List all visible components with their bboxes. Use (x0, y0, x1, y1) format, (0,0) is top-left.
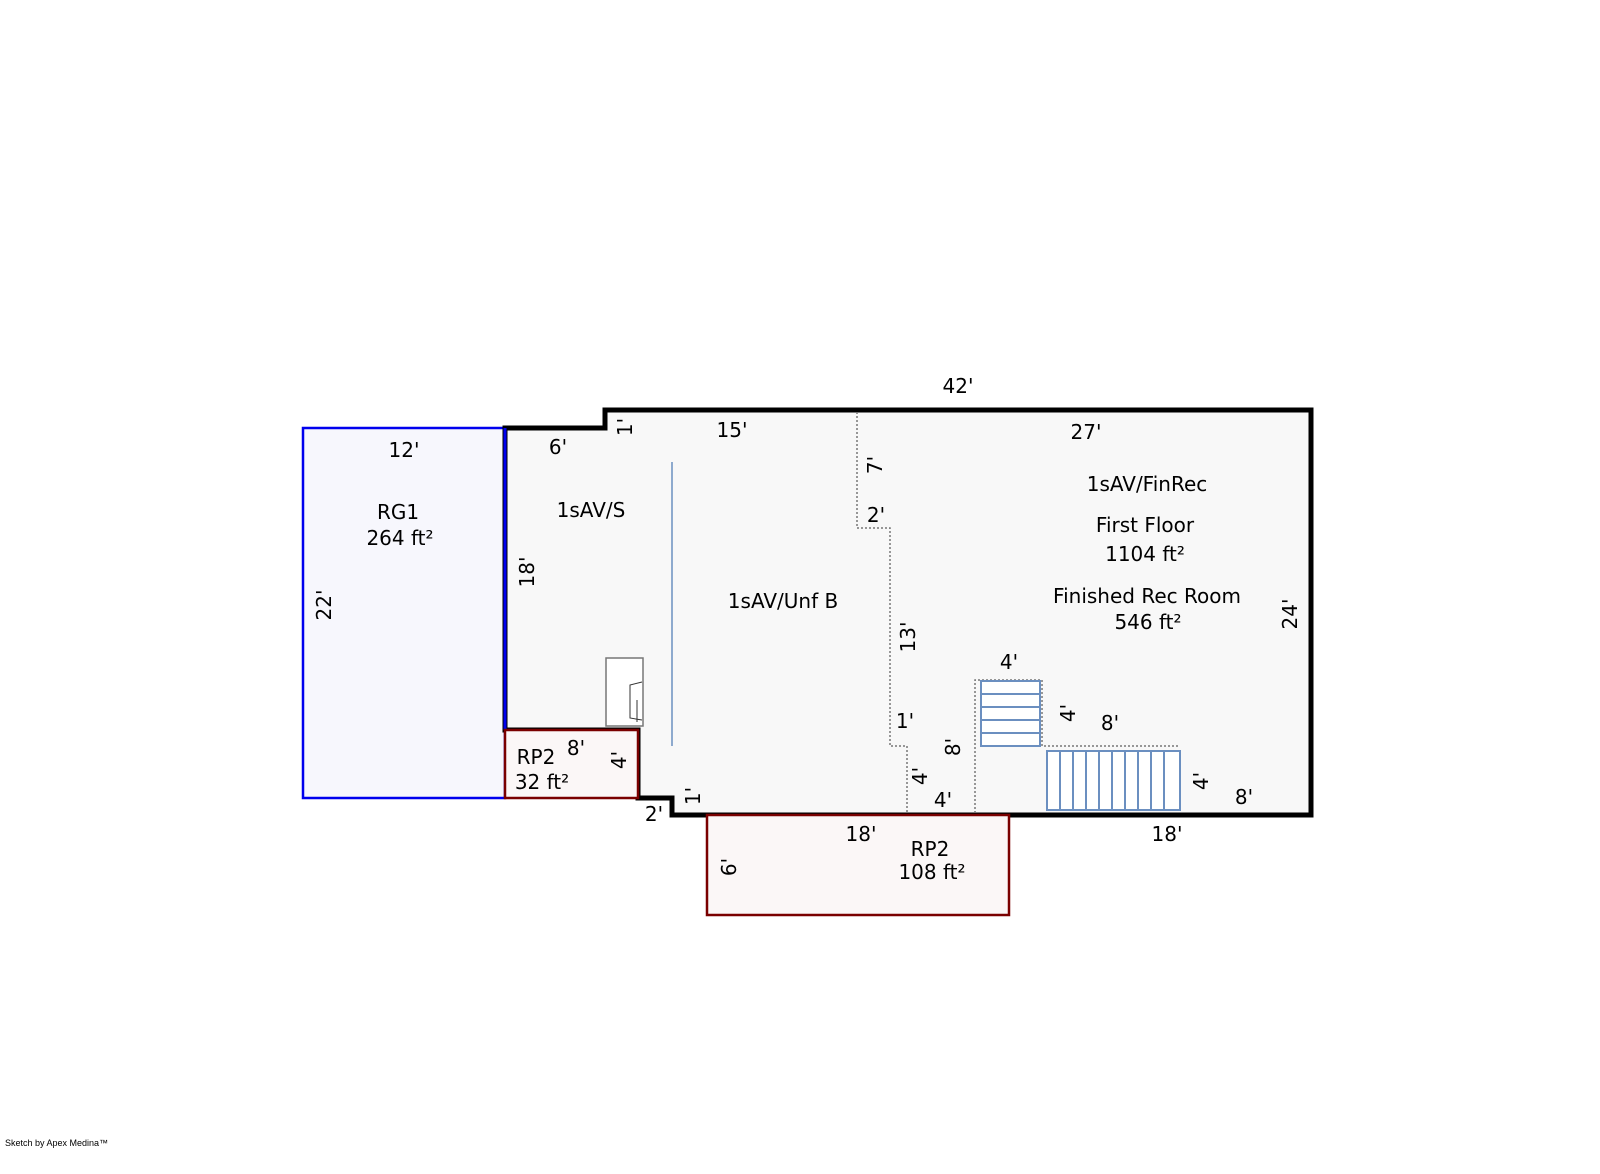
unf-step-h: 2' (645, 802, 663, 826)
unf-step-v: 1' (681, 787, 705, 805)
dim-2: 2' (867, 503, 885, 527)
storage-code: 1sAV/S (557, 498, 626, 522)
unf-code: 1sAV/Unf B (728, 589, 838, 613)
rp2-small-area (503, 728, 640, 800)
stair2-height: 4' (1189, 772, 1213, 790)
storage-dim-top: 6' (549, 435, 567, 459)
rp2-large-width: 18' (846, 822, 877, 846)
fin-floor: First Floor (1096, 513, 1195, 537)
sketch-credit: Sketch by Apex Medina™ (5, 1138, 109, 1148)
stairs-2-icon (1046, 750, 1181, 811)
rp2-large-code: RP2 (911, 837, 950, 861)
stair2-width: 8' (1101, 711, 1119, 735)
dim-7: 7' (863, 456, 887, 474)
rg1-area (301, 426, 507, 800)
rp2-small-area-label: 32 ft² (515, 770, 569, 794)
unf-dim-top: 15' (717, 418, 748, 442)
dim-1: 1' (896, 709, 914, 733)
dim-4a: 4' (908, 767, 932, 785)
rg1-height: 22' (312, 590, 336, 621)
fin-dim-bottom-right: 8' (1235, 785, 1253, 809)
fin-dim-right: 24' (1278, 599, 1302, 630)
partition-line (856, 412, 908, 813)
dim-4b: 4' (934, 788, 952, 812)
storage-dim-step: 1' (613, 418, 637, 436)
rp2-large-area-label: 108 ft² (898, 860, 965, 884)
fin-floor-area: 1104 ft² (1105, 542, 1185, 566)
stairs-1-icon (980, 680, 1041, 747)
rg1-width: 12' (389, 438, 420, 462)
rg1-code: RG1 (377, 500, 419, 524)
fin-dim-bottom: 18' (1152, 822, 1183, 846)
stair1-height: 4' (1056, 704, 1080, 722)
fin-code: 1sAV/FinRec (1087, 472, 1208, 496)
rp2-large-area (705, 813, 1011, 917)
rp2-small-code: RP2 (517, 745, 556, 769)
rg1-area-label: 264 ft² (366, 526, 433, 550)
rp2-small-height: 4' (607, 751, 631, 769)
fixture-icon (605, 657, 644, 727)
fin-room-area: 546 ft² (1114, 610, 1181, 634)
dim-8v: 8' (941, 738, 965, 756)
stair1-width: 4' (1000, 650, 1018, 674)
fin-dim-top: 27' (1071, 420, 1102, 444)
overall-dim-top: 42' (943, 374, 974, 398)
fin-room: Finished Rec Room (1053, 584, 1241, 608)
stair-outline (974, 679, 1180, 813)
storage-dim-left: 18' (515, 557, 539, 588)
rp2-small-width: 8' (567, 736, 585, 760)
rp2-large-height: 6' (717, 858, 741, 876)
dim-13: 13' (896, 622, 920, 653)
